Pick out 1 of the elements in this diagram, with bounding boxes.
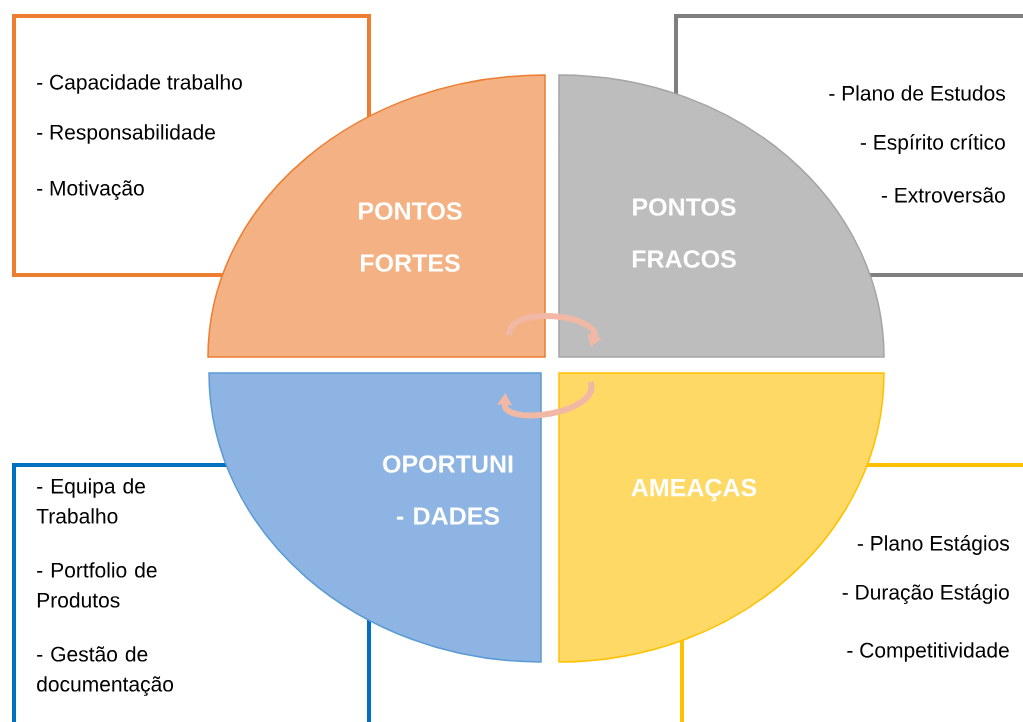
cycle-arrow — [497, 381, 595, 419]
